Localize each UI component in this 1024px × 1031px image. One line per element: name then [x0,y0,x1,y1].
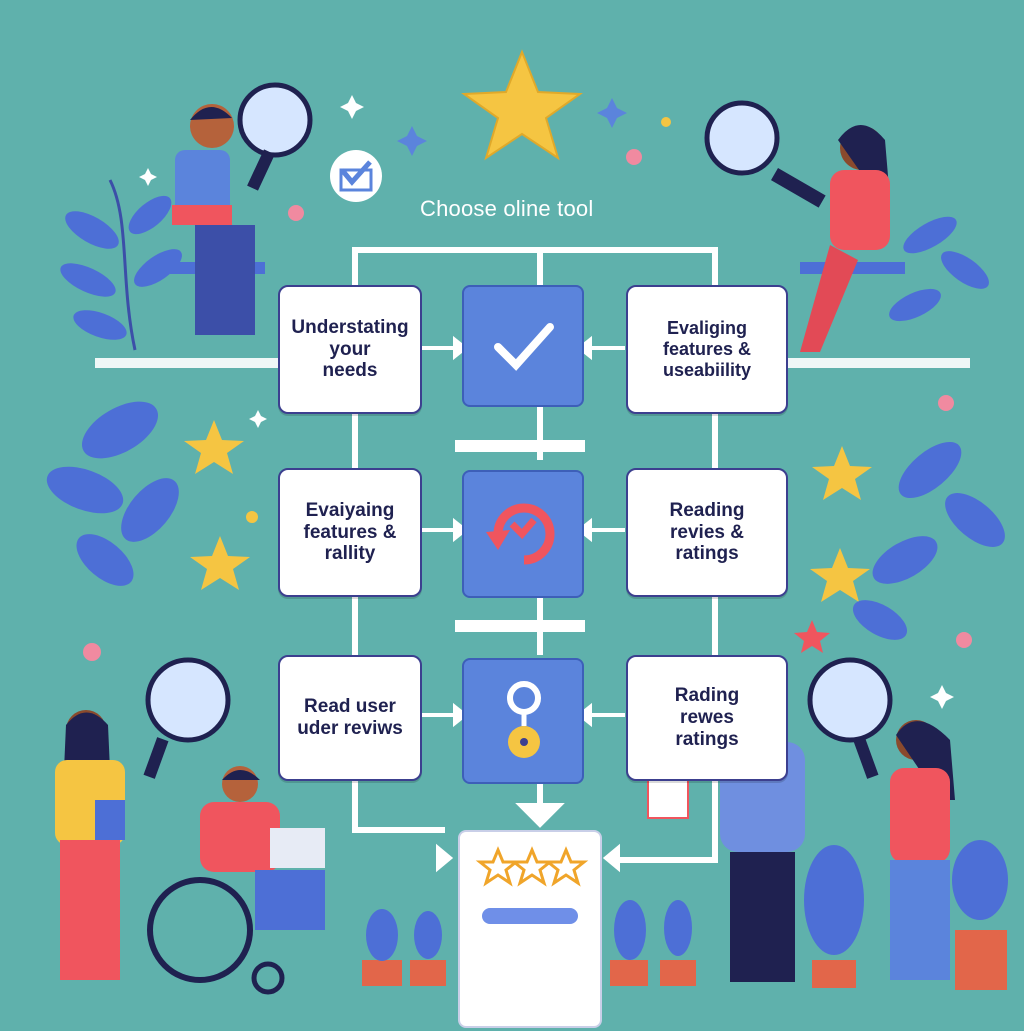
left-plant [41,180,190,596]
right-platform [785,358,970,368]
star-icon [812,446,872,500]
left-platform [95,358,280,368]
step-box-1: Understating your needs [278,285,422,414]
step-box-2: Evaliging features & useabiility [626,285,788,414]
person-wheelchair [150,766,325,992]
right-plant [847,210,1015,648]
step-label-4: Reading revies & ratings [670,500,745,566]
star-icon [184,420,244,474]
center-bar-2 [455,620,585,632]
step-label-5: Read user uder reviws [297,696,403,740]
star-icon [810,548,870,602]
center-box-2 [462,470,584,598]
step-box-4: Reading revies & ratings [626,468,788,597]
checkmark-icon [464,287,582,405]
center-box-3 [462,658,584,784]
step-label-1: Understating your needs [291,317,408,383]
search-node-icon [464,660,582,782]
step-label-6: Rading rewes ratings [675,685,739,751]
center-box-1 [462,285,584,407]
three-star-rating-icon [460,832,600,1026]
star-icon [794,620,830,653]
diagram-title: Choose oline tool [420,196,593,222]
star-icon [190,536,250,590]
refresh-arrow-icon [464,472,582,596]
step-label-3: Evaiyaing features & rallity [304,500,397,566]
top-connector [355,250,715,290]
step-box-6: Rading rewes ratings [626,655,788,781]
result-bar [482,908,578,924]
center-bar-1 [455,440,585,452]
step-box-5: Read user uder reviws [278,655,422,781]
top-star-icon [464,52,580,158]
step-label-2: Evaliging features & useabiility [663,318,751,380]
step-box-3: Evaiyaing features & rallity [278,468,422,597]
result-card [458,830,602,1028]
